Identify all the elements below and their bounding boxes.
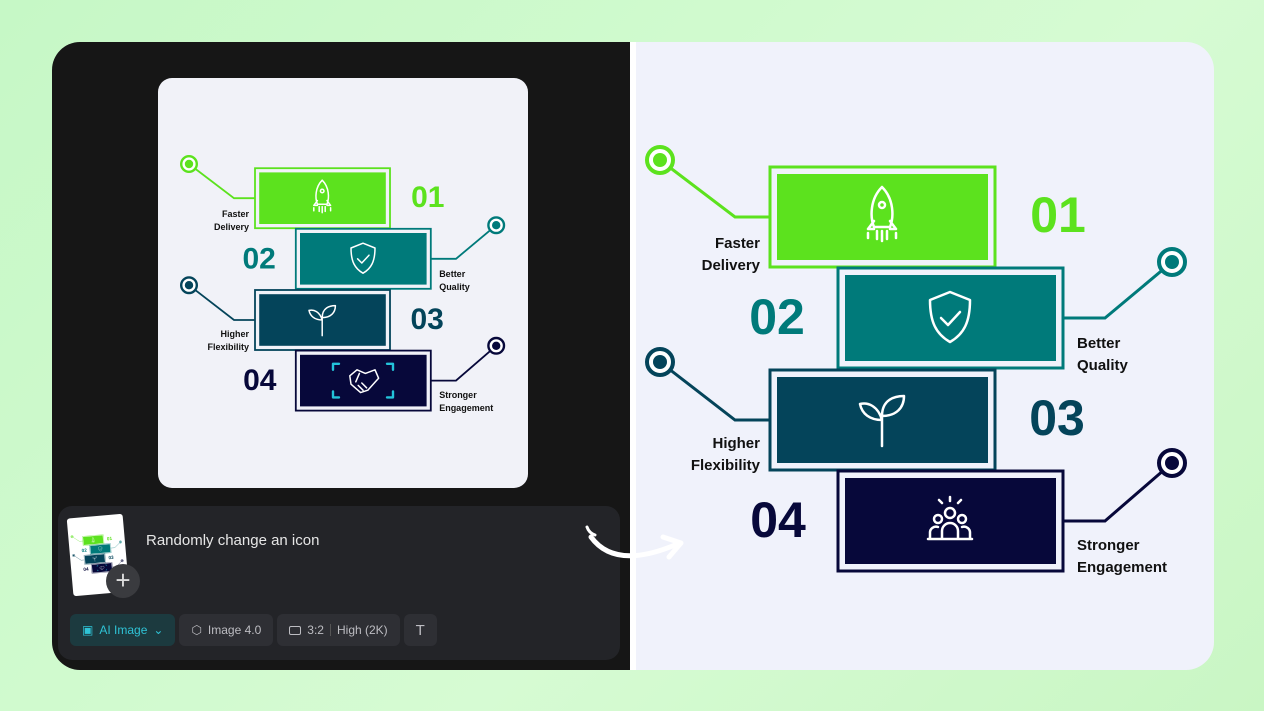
shield-check-icon: [98, 546, 103, 552]
step-number: 04: [750, 492, 806, 548]
sprout-icon: [308, 304, 337, 337]
text-style-button[interactable]: T: [403, 614, 437, 646]
shield-check-icon: [928, 290, 972, 344]
step-label: Stronger: [1077, 537, 1140, 554]
handshake-icon: [331, 362, 395, 399]
step-03: 03: [72, 553, 114, 565]
step-label: Flexibility: [207, 342, 249, 352]
step-label: Engagement: [1077, 559, 1167, 576]
step-label: Quality: [1077, 357, 1129, 374]
model-select[interactable]: ⬡ Image 4.0: [179, 614, 274, 646]
ai-image-icon: ▣: [82, 623, 94, 637]
step-number: 01: [1030, 187, 1086, 243]
aspect-ratio-icon: [289, 625, 302, 635]
step-number: 04: [243, 364, 277, 397]
step-label: Faster: [222, 209, 250, 219]
step-label: Stronger: [439, 390, 477, 400]
mode-select[interactable]: ▣ AI Image ⌄: [70, 614, 176, 646]
step-number: 02: [243, 242, 276, 275]
step-label: Higher: [712, 435, 760, 452]
ratio-quality-select[interactable]: 3:2 High (2K): [277, 614, 400, 646]
step-label: Better: [439, 269, 466, 279]
sprout-icon: [92, 556, 97, 562]
rocket-icon: [313, 179, 332, 214]
reference-thumbnail[interactable]: 01 02 03 04: [66, 513, 130, 597]
step-label: Flexibility: [691, 457, 761, 474]
step-label: Better: [1077, 335, 1121, 352]
step-04: 04: [83, 559, 124, 574]
step-number: 03: [411, 303, 444, 336]
rocket-icon: [91, 537, 95, 543]
prompt-box[interactable]: 01 02 03 04 + Randomly change an icon ▣ AI …: [58, 506, 620, 660]
step-label: Delivery: [702, 257, 761, 274]
step-number: 03: [108, 555, 114, 560]
step-number: 02: [749, 289, 805, 345]
step-number: 01: [107, 536, 113, 541]
step-number: 04: [83, 567, 89, 572]
step-label: Engagement: [439, 403, 493, 413]
text-icon: T: [415, 621, 425, 639]
arrow-icon: [585, 525, 684, 560]
sprout-icon: [858, 394, 906, 448]
step-label: Higher: [220, 329, 249, 339]
step-label: Quality: [439, 282, 470, 292]
cube-icon: ⬡: [191, 623, 202, 637]
handshake-icon: [96, 564, 107, 572]
prompt-text[interactable]: Randomly change an icon: [146, 532, 320, 549]
step-number: 03: [1029, 390, 1085, 446]
add-reference-button[interactable]: +: [106, 564, 140, 598]
step-number: 02: [81, 548, 87, 553]
step-label: Faster: [715, 235, 760, 252]
compare-divider[interactable]: [630, 42, 636, 670]
step-label: Delivery: [214, 222, 249, 232]
step-02: 02: [81, 540, 122, 555]
plus-icon: +: [115, 565, 131, 595]
people-group-icon: [926, 495, 974, 541]
rocket-icon: [866, 185, 898, 243]
shield-check-icon: [350, 242, 376, 274]
chevron-down-icon: ⌄: [153, 623, 164, 637]
step-number: 01: [411, 181, 444, 214]
